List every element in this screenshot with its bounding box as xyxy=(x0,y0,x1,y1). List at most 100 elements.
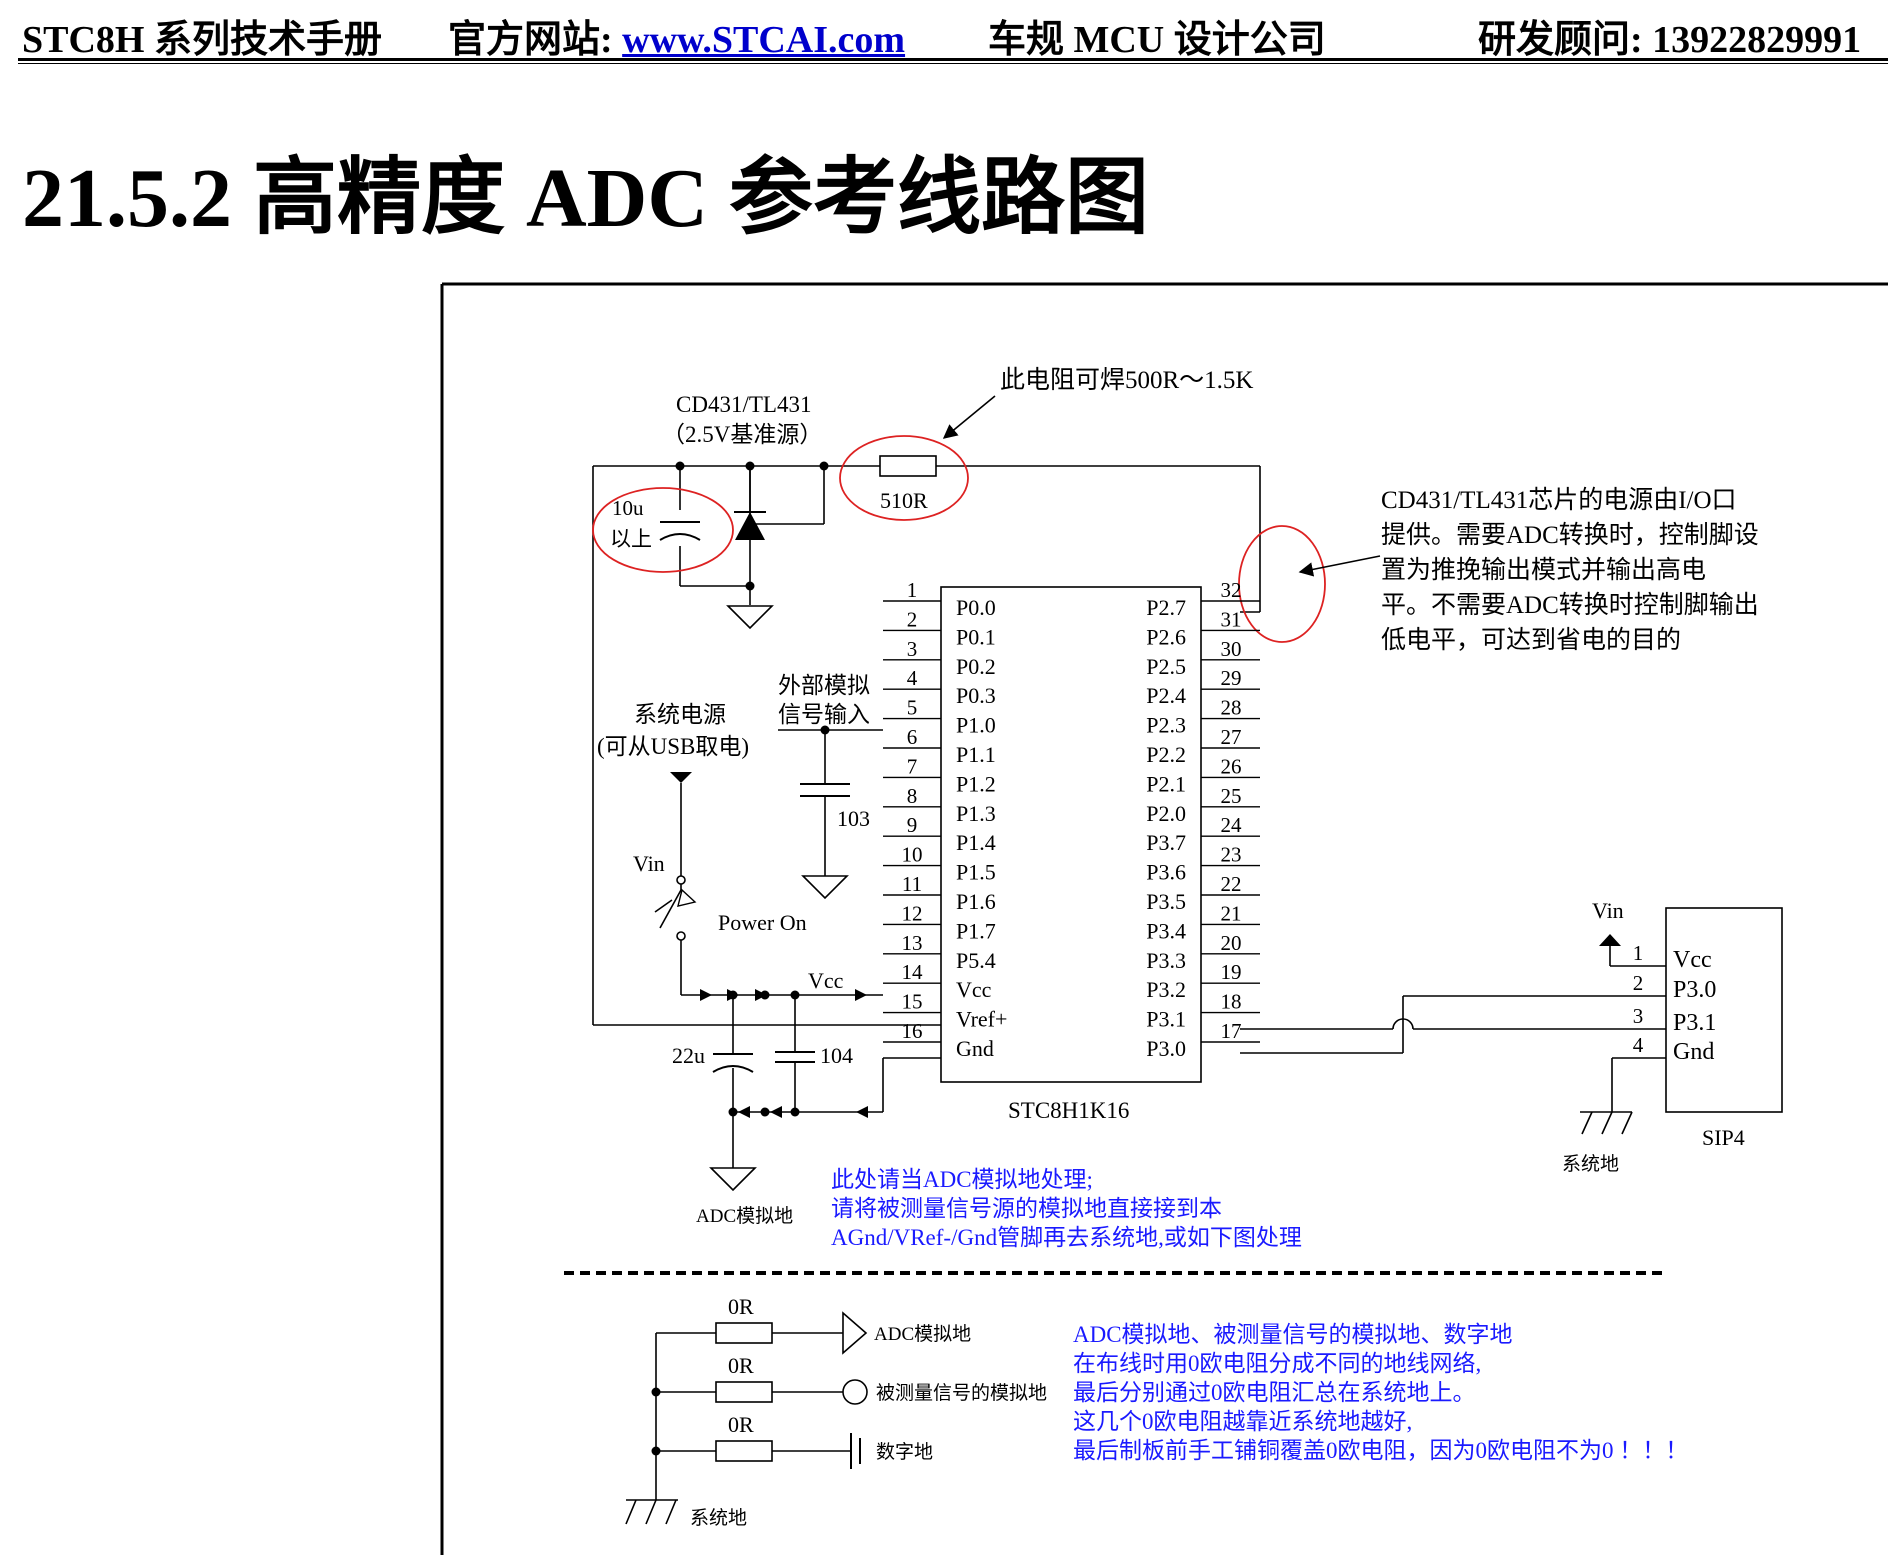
pin-number-right: 21 xyxy=(1221,901,1242,925)
sip4-vin-arrow xyxy=(1599,934,1621,946)
mcu-pins: 1P0.02P0.13P0.24P0.35P1.06P1.17P1.28P1.3… xyxy=(883,578,1260,1061)
pin-number-right: 23 xyxy=(1221,843,1242,867)
pin-name-right: P3.3 xyxy=(1146,948,1186,973)
adc-note-line: 请将被测量信号源的模拟地直接接到本 xyxy=(831,1196,1222,1221)
header-rule-thin xyxy=(18,63,1888,64)
pin-name-left: P1.4 xyxy=(956,830,996,855)
sys-gnd-label: 系统地 xyxy=(690,1507,747,1529)
adc-note-line: AGnd/VRef-/Gnd管脚再去系统地,或如下图处理 xyxy=(831,1225,1302,1250)
pin-number-left: 3 xyxy=(907,637,918,661)
power-note-line: 置为推挽输出模式并输出高电 xyxy=(1381,556,1706,584)
pin-name-right: P3.2 xyxy=(1146,977,1186,1002)
sip4-wires xyxy=(1240,946,1666,1135)
section-title: 21.5.2 高精度 ADC 参考线路图 xyxy=(22,152,1149,245)
pin-name-left: P1.3 xyxy=(956,801,996,826)
ground-note-line: 最后制板前手工铺铜覆盖0欧电阻，因为0欧电阻不为0 ！！！ xyxy=(1073,1438,1688,1463)
resistor-510r xyxy=(879,455,937,477)
pin-name-right: P3.5 xyxy=(1146,889,1186,914)
mcu-chip-body xyxy=(940,586,1202,1083)
pin-name-left: P0.3 xyxy=(956,683,996,708)
resistor-note: 此电阻可焊500R～1.5K xyxy=(1000,366,1253,394)
cap2-value: 104 xyxy=(820,1043,853,1068)
page-header: STC8H 系列技术手册 官方网站: www.STCAI.com 车规 MCU … xyxy=(0,0,1888,62)
sip4-pin-name: P3.1 xyxy=(1673,1010,1716,1036)
adc-note: 此处请当ADC模拟地处理; 请将被测量信号源的模拟地直接接到本 AGnd/VRe… xyxy=(831,1167,1302,1250)
pin-number-left: 2 xyxy=(907,607,918,631)
sys-power-label: 系统电源 xyxy=(634,702,726,727)
resistor-value: 510R xyxy=(880,488,928,513)
pin-name-right: P2.1 xyxy=(1146,771,1186,796)
ext-input-wires xyxy=(778,729,883,900)
pin-name-left: Gnd xyxy=(956,1036,994,1061)
pin-name-right: P2.2 xyxy=(1146,742,1186,767)
pin-name-right: P3.6 xyxy=(1146,860,1186,885)
ref-junction-dots xyxy=(675,461,829,591)
pin-number-right: 19 xyxy=(1221,960,1242,984)
resistor-note-arrow xyxy=(942,395,996,439)
res-value: 0R xyxy=(728,1353,754,1378)
ref-desc-label: （2.5V基准源） xyxy=(662,422,822,447)
pin-name-left: P0.1 xyxy=(956,624,996,649)
ground-note-line: 这几个0欧电阻越靠近系统地越好, xyxy=(1073,1409,1412,1434)
network-junction-dots xyxy=(651,1387,661,1456)
sip4-vin-label: Vin xyxy=(1592,898,1624,923)
res-value: 0R xyxy=(728,1294,754,1319)
pin-name-left: P1.2 xyxy=(956,771,996,796)
pin-name-left: P1.6 xyxy=(956,889,996,914)
website-label: 官方网站: xyxy=(448,19,623,61)
vin-label: Vin xyxy=(633,851,665,876)
website-link[interactable]: www.STCAI.com xyxy=(622,19,906,61)
pin-number-right: 30 xyxy=(1221,637,1242,661)
website: 官方网站: www.STCAI.com xyxy=(448,8,905,63)
pin-name-right: P2.7 xyxy=(1146,595,1186,620)
pin-number-right: 20 xyxy=(1221,931,1242,955)
pin-name-left: P0.2 xyxy=(956,654,996,679)
pin-number-left: 8 xyxy=(907,784,918,808)
pin-number-right: 28 xyxy=(1221,696,1242,720)
adc-gnd-label: ADC模拟地 xyxy=(874,1323,971,1345)
pin-number-left: 9 xyxy=(907,813,918,837)
power-note-line: CD431/TL431芯片的电源由I/O口 xyxy=(1381,486,1737,514)
pin-number-right: 18 xyxy=(1221,990,1242,1014)
pin-name-right: P2.4 xyxy=(1146,683,1186,708)
cap-ref-value: 10u xyxy=(612,496,644,520)
cap-in-value: 103 xyxy=(837,806,870,831)
cap-ref-value2: 以上 xyxy=(610,527,652,551)
highlight-circles xyxy=(592,435,1326,643)
ground-network-note: ADC模拟地、被测量信号的模拟地、数字地 在布线时用0欧电阻分成不同的地线网络,… xyxy=(1073,1322,1688,1463)
pin-number-right: 32 xyxy=(1221,578,1242,602)
pin-name-right: P3.4 xyxy=(1146,918,1186,943)
pin-number-left: 15 xyxy=(902,990,923,1014)
manual-title: STC8H 系列技术手册 xyxy=(22,19,382,61)
pin-name-left: Vref+ xyxy=(956,1007,1007,1032)
power-note: CD431/TL431芯片的电源由I/O口 提供。需要ADC转换时，控制脚设 置… xyxy=(1381,486,1765,654)
signal-gnd-label: 被测量信号的模拟地 xyxy=(876,1382,1047,1404)
pin-name-left: P0.0 xyxy=(956,595,996,620)
pin-name-right: P3.0 xyxy=(1146,1036,1186,1061)
ground-note-line: 最后分别通过0欧电阻汇总在系统地上。 xyxy=(1073,1380,1476,1405)
pin-name-right: P3.7 xyxy=(1146,830,1186,855)
pin-number-left: 16 xyxy=(902,1019,923,1043)
sip4-pin-name: Vcc xyxy=(1673,947,1712,973)
power-arrow xyxy=(670,772,692,783)
junction-dot xyxy=(820,725,830,735)
power-note-arrow xyxy=(1298,555,1381,577)
sip4-pin-number: 4 xyxy=(1633,1033,1644,1057)
pin-number-left: 6 xyxy=(907,725,918,749)
decoupling-caps xyxy=(709,995,941,1192)
power-note-line: 提供。需要ADC转换时，控制脚设 xyxy=(1381,521,1759,549)
sip4-pin-number: 3 xyxy=(1633,1004,1644,1028)
pin-number-right: 17 xyxy=(1221,1019,1242,1043)
pin-name-right: P3.1 xyxy=(1146,1007,1186,1032)
ext-input-label: 信号输入 xyxy=(778,702,870,727)
pin-number-right: 25 xyxy=(1221,784,1242,808)
sip4-pin-number: 1 xyxy=(1633,941,1644,965)
pin-name-left: P1.5 xyxy=(956,860,996,885)
digital-gnd-label: 数字地 xyxy=(876,1441,933,1463)
ext-input-label: 外部模拟 xyxy=(778,673,870,698)
adc-ground-label: ADC模拟地 xyxy=(696,1205,793,1227)
pin-name-right: P2.3 xyxy=(1146,713,1186,738)
pin-number-right: 27 xyxy=(1221,725,1242,749)
header-rule-thick xyxy=(18,58,1888,61)
